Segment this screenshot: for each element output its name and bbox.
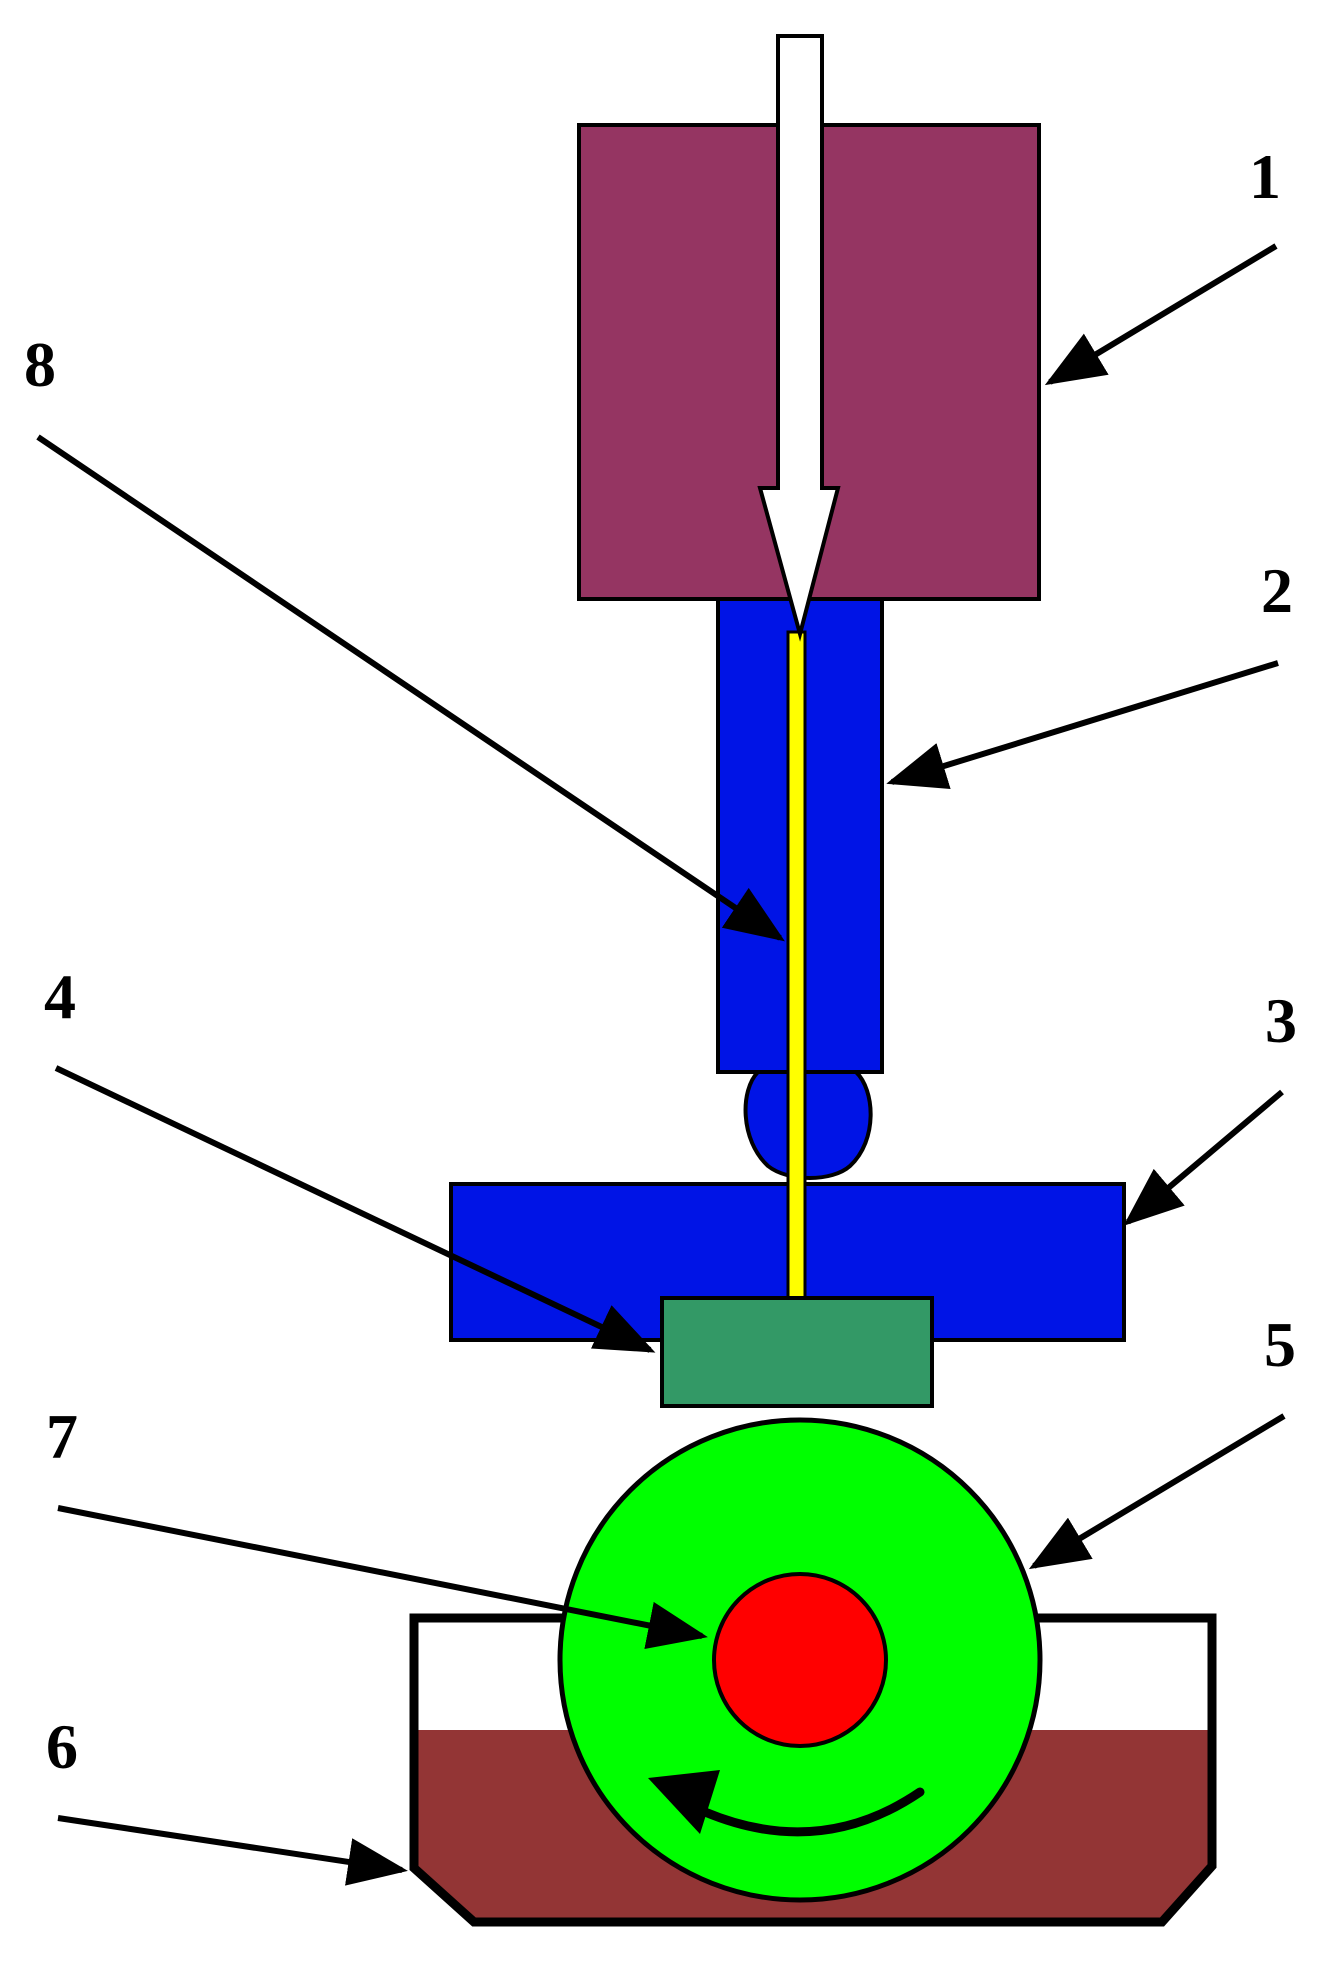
part-4-sample (660, 1296, 934, 1408)
input-arrow-icon (757, 34, 841, 642)
leader-line-3 (1123, 1089, 1284, 1226)
label-7: 7 (46, 1401, 78, 1472)
label-3: 3 (1265, 985, 1297, 1056)
label-2: 2 (1261, 555, 1293, 626)
part-6-vessel-outline (409, 1613, 1217, 1927)
rotation-arrowhead-icon (648, 1770, 720, 1834)
leader-line-7 (57, 1505, 708, 1650)
part-8-fiber (786, 630, 807, 1300)
leader-line-4 (54, 1065, 656, 1353)
leader-line-5 (1028, 1413, 1286, 1570)
part-7-shaft (712, 1572, 888, 1748)
rotation-arrow-icon (700, 1787, 925, 1837)
leader-lines (36, 243, 1286, 1886)
label-8: 8 (24, 329, 56, 400)
leader-line-2 (886, 660, 1279, 790)
label-5: 5 (1264, 1309, 1296, 1380)
label-1: 1 (1249, 141, 1281, 212)
leader-line-8 (36, 434, 785, 942)
label-6: 6 (46, 1711, 78, 1782)
label-4: 4 (44, 961, 76, 1032)
bulb-shape (743, 1070, 873, 1180)
leader-line-1 (1044, 243, 1278, 386)
leader-line-6 (57, 1815, 408, 1886)
